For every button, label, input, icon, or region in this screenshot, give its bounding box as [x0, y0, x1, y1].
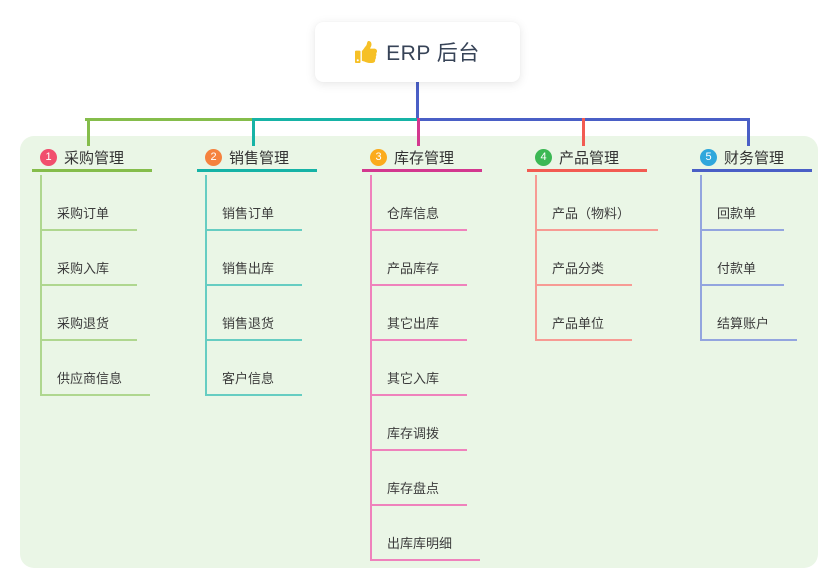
branches-panel: [20, 136, 818, 568]
child-node[interactable]: 客户信息: [205, 368, 303, 396]
root-node[interactable]: ERP 后台: [315, 22, 520, 82]
child-node[interactable]: 产品单位: [535, 313, 633, 341]
child-node[interactable]: 仓库信息: [370, 203, 468, 231]
child-node[interactable]: 其它入库: [370, 368, 468, 396]
branch-number-badge: 2: [205, 149, 222, 166]
branch-label: 采购管理: [64, 150, 125, 167]
branch-header-sales[interactable]: 2 销售管理: [197, 146, 317, 172]
branch-number-badge: 3: [370, 149, 387, 166]
root-node-title: ERP 后台: [386, 42, 480, 65]
branch-number-badge: 1: [40, 149, 57, 166]
child-node[interactable]: 销售退货: [205, 313, 303, 341]
child-node[interactable]: 付款单: [700, 258, 785, 286]
branch-label: 产品管理: [559, 150, 620, 167]
branch-label: 财务管理: [724, 150, 785, 167]
branch-child-line: [700, 175, 702, 340]
branch-finance: 5 财务管理 回款单 付款单 结算账户: [692, 118, 818, 341]
child-node[interactable]: 采购订单: [40, 203, 138, 231]
bus-line-teal: [254, 118, 418, 121]
branch-connector-line: [252, 118, 255, 146]
branch-number-badge: 4: [535, 149, 552, 166]
child-node[interactable]: 采购退货: [40, 313, 138, 341]
child-node[interactable]: 库存盘点: [370, 478, 468, 506]
child-node[interactable]: 产品分类: [535, 258, 633, 286]
child-node[interactable]: 回款单: [700, 203, 785, 231]
branch-connector-line: [417, 118, 420, 146]
child-node[interactable]: 产品（物料）: [535, 203, 659, 231]
child-node[interactable]: 出库库明细: [370, 533, 481, 561]
branch-connector-line: [87, 118, 90, 146]
child-node[interactable]: 采购入库: [40, 258, 138, 286]
branch-child-line: [370, 175, 372, 560]
child-node[interactable]: 产品库存: [370, 258, 468, 286]
branch-header-finance[interactable]: 5 财务管理: [692, 146, 812, 172]
child-node[interactable]: 结算账户: [700, 313, 798, 341]
branch-label: 销售管理: [229, 150, 290, 167]
branch-child-line: [535, 175, 537, 340]
branch-purchase: 1 采购管理 采购订单 采购入库 采购退货 供应商信息: [32, 118, 158, 396]
branch-product: 4 产品管理 产品（物料） 产品分类 产品单位: [527, 118, 659, 341]
root-connector-line: [416, 82, 419, 121]
branch-inventory: 3 库存管理 仓库信息 产品库存 其它出库 其它入库 库存调拨 库存盘点 出库库…: [362, 118, 488, 561]
branch-number-badge: 5: [700, 149, 717, 166]
branch-sales: 2 销售管理 销售订单 销售出库 销售退货 客户信息: [197, 118, 323, 396]
bus-line-green: [85, 118, 255, 121]
child-node[interactable]: 销售出库: [205, 258, 303, 286]
branch-label: 库存管理: [394, 150, 455, 167]
child-node[interactable]: 其它出库: [370, 313, 468, 341]
branch-header-product[interactable]: 4 产品管理: [527, 146, 647, 172]
branch-header-purchase[interactable]: 1 采购管理: [32, 146, 152, 172]
child-node[interactable]: 供应商信息: [40, 368, 151, 396]
branch-header-inventory[interactable]: 3 库存管理: [362, 146, 482, 172]
child-node[interactable]: 库存调拨: [370, 423, 468, 451]
branch-connector-line: [747, 118, 750, 146]
thumbs-up-icon: [355, 41, 378, 63]
branch-connector-line: [582, 118, 585, 146]
child-node[interactable]: 销售订单: [205, 203, 303, 231]
